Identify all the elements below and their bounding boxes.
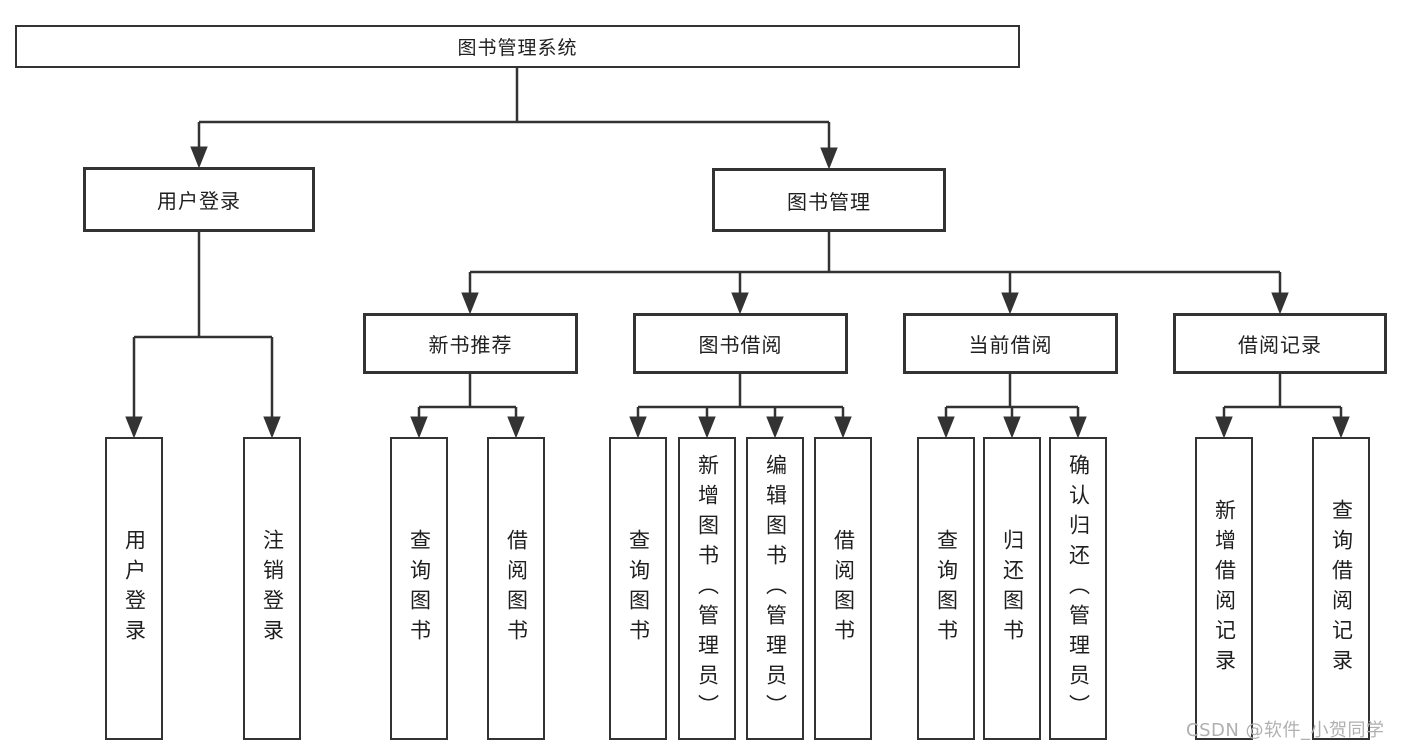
node-leaf-label: 注销登录 [260,528,285,649]
node-leaf-return-books: 归还图书 [983,437,1041,740]
node-borrow-records-label: 借阅记录 [1238,333,1322,357]
node-new-book-rec-label: 新书推荐 [428,333,513,357]
node-book-borrow-label: 图书借阅 [698,333,783,357]
node-leaf-label: 查询图书 [407,528,432,649]
node-user-login-label: 用户登录 [157,189,241,213]
connector-book-mgmt-children [461,232,1289,315]
node-leaf-query-books-3: 查询图书 [917,437,975,740]
node-leaf-label: 新增借阅记录 [1212,498,1237,679]
node-leaf-query-borrow-record: 查询借阅记录 [1312,437,1370,740]
node-leaf-label: 借阅图书 [831,528,856,649]
node-book-mgmt: 图书管理 [712,168,946,232]
node-borrow-records: 借阅记录 [1173,313,1387,374]
node-leaf-query-books-1: 查询图书 [390,437,448,740]
node-leaf-label: 查询借阅记录 [1329,498,1354,679]
node-leaf-label: 用户登录 [122,528,147,649]
node-leaf-label: 确认归还（管理员） [1066,453,1091,724]
connector-borrow-records-children [1215,374,1350,439]
node-leaf-label: 查询图书 [626,528,651,649]
node-leaf-query-books-2: 查询图书 [609,437,667,740]
node-leaf-edit-books-admin: 编辑图书（管理员） [746,437,804,740]
node-leaf-borrow-books-2: 借阅图书 [814,437,872,740]
node-book-mgmt-label: 图书管理 [787,189,871,214]
node-leaf-add-books-admin: 新增图书（管理员） [678,437,736,740]
connector-root-to-level2 [190,68,838,170]
node-leaf-confirm-return-admin: 确认归还（管理员） [1049,437,1107,740]
node-leaf-user-login: 用户登录 [105,437,163,740]
connector-user-login-children [125,232,281,439]
node-root-label: 图书管理系统 [457,37,578,59]
node-book-borrow: 图书借阅 [633,313,848,374]
node-leaf-add-borrow-record: 新增借阅记录 [1195,437,1253,740]
node-leaf-logout: 注销登录 [243,437,301,740]
node-leaf-label: 借阅图书 [504,528,529,649]
connector-current-borrow-children [937,374,1087,439]
node-leaf-label: 归还图书 [1000,528,1025,649]
node-current-borrow-label: 当前借阅 [968,333,1053,357]
node-current-borrow: 当前借阅 [903,313,1118,374]
node-root: 图书管理系统 [15,25,1020,68]
node-leaf-label: 查询图书 [934,528,959,649]
connector-new-book-children [410,374,525,439]
node-leaf-label: 编辑图书（管理员） [763,453,788,724]
node-leaf-label: 新增图书（管理员） [695,453,720,724]
node-leaf-borrow-books-1: 借阅图书 [487,437,545,740]
node-user-login: 用户登录 [83,167,315,232]
csdn-watermark: CSDN @软件_小贺同学 [1186,720,1385,741]
connector-book-borrow-children [629,374,852,439]
node-new-book-rec: 新书推荐 [363,313,578,374]
